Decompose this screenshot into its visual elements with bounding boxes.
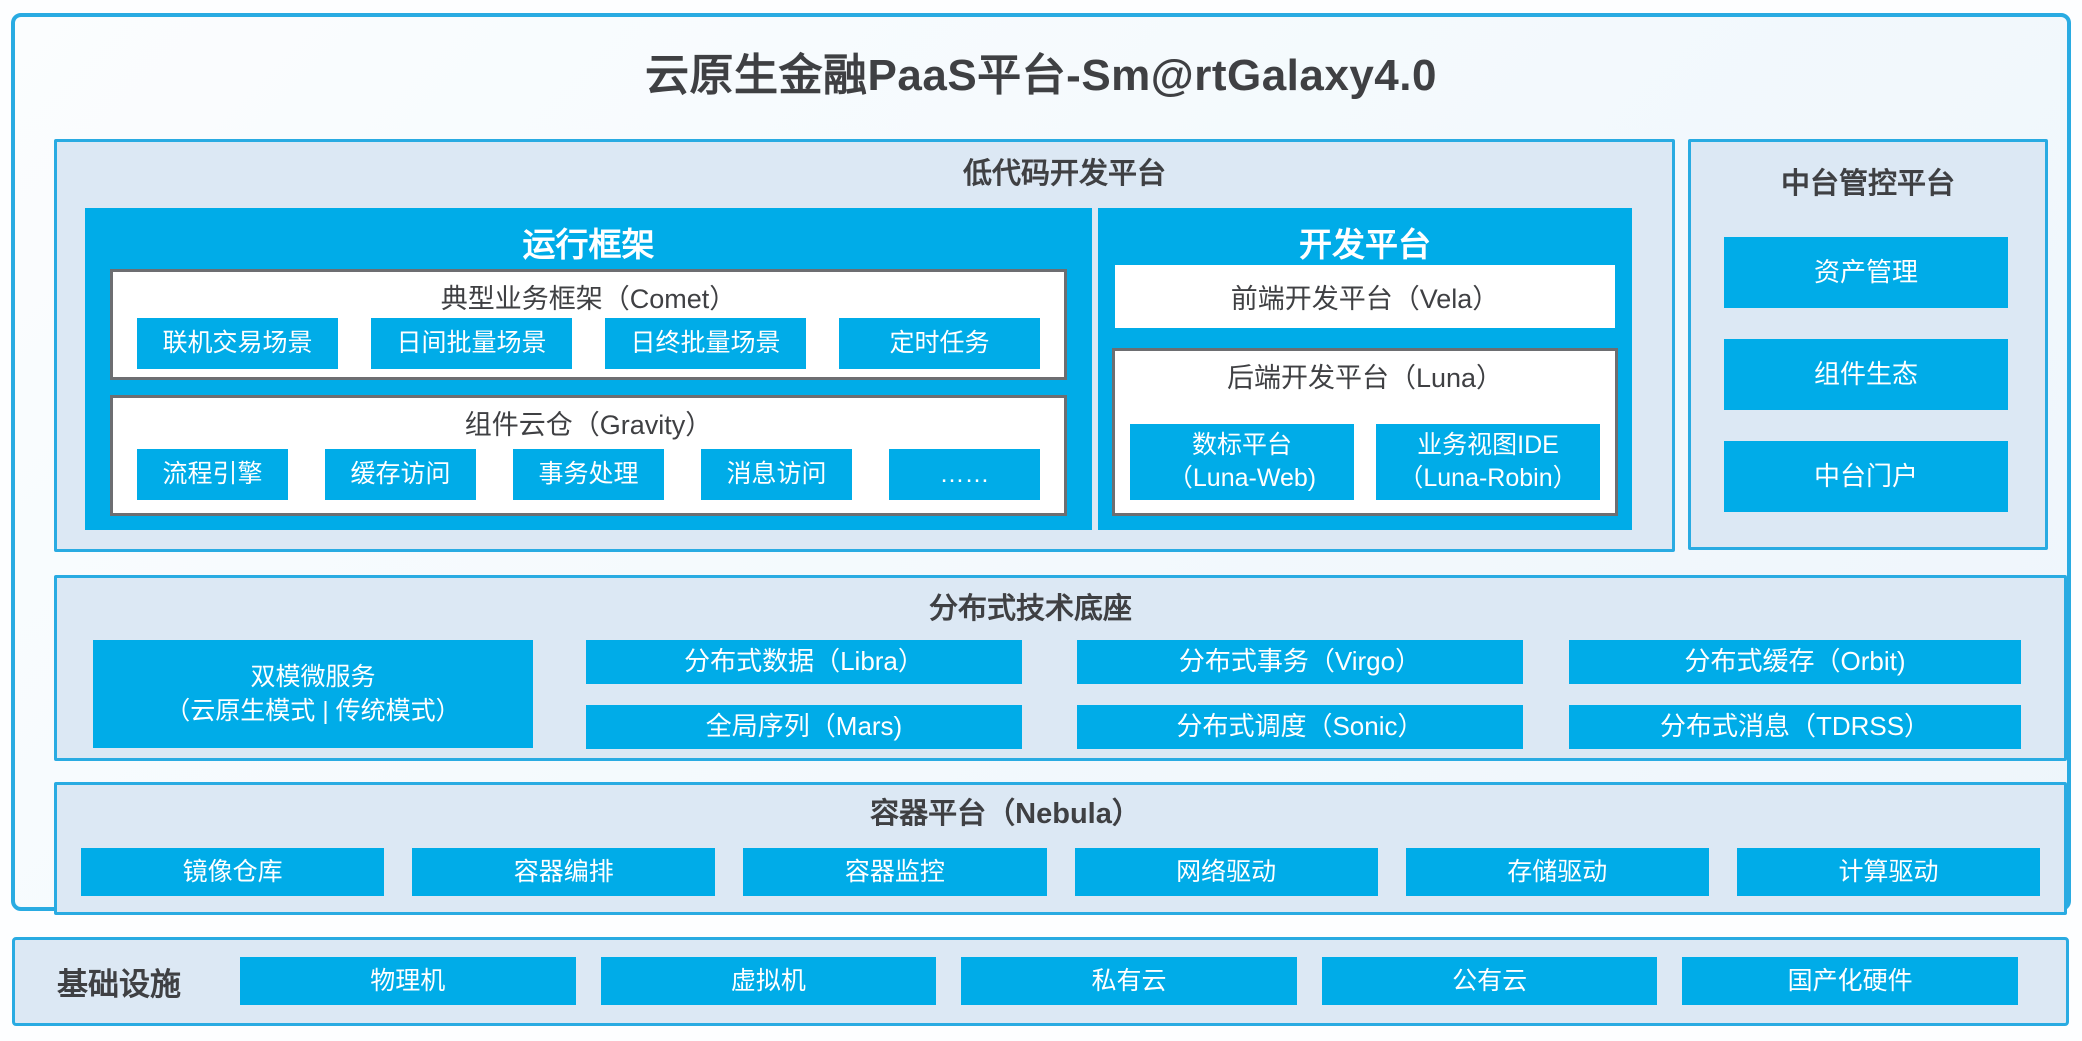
infrastructure-chip: 公有云 [1321,957,1658,1005]
dual-mode-line2: （云原生模式 | 传统模式） [165,697,461,725]
distributed-chip: 分布式事务（Virgo） [1077,640,1523,684]
outer-frame: 云原生金融PaaS平台-Sm@rtGalaxy4.0 低代码开发平台 运行框架 … [11,13,2071,915]
comet-chip-row: 联机交易场景 日间批量场景 日终批量场景 定时任务 [137,318,1040,369]
dev-platform-box: 开发平台 前端开发平台（Vela） 后端开发平台（Luna） 数标平台 （Lun… [1098,208,1632,530]
comet-chip: 定时任务 [839,318,1040,369]
gravity-chip: …… [889,449,1040,500]
comet-chip: 日终批量场景 [605,318,806,369]
infrastructure-panel: 基础设施 物理机 虚拟机 私有云 公有云 国产化硬件 [12,937,2069,1026]
luna-robin-line1: 业务视图IDE [1417,431,1559,459]
container-chip: 存储驱动 [1405,848,1709,896]
distributed-base-title: 分布式技术底座 [928,593,1132,625]
gravity-box: 组件云仓（Gravity） 流程引擎 缓存访问 事务处理 消息访问 …… [110,395,1067,516]
page-title: 云原生金融PaaS平台-Sm@rtGalaxy4.0 [645,51,1437,100]
infrastructure-chip: 私有云 [961,957,1297,1005]
gravity-chip-row: 流程引擎 缓存访问 事务处理 消息访问 …… [137,449,1040,500]
container-chip: 网络驱动 [1074,848,1378,896]
distributed-chip: 分布式调度（Sonic） [1077,705,1523,749]
container-chip: 容器编排 [412,848,716,896]
mid-platform-chip: 组件生态 [1724,339,2008,410]
mid-platform-panel: 中台管控平台 资产管理 组件生态 中台门户 [1688,139,2048,550]
infrastructure-chip: 虚拟机 [600,957,937,1005]
infrastructure-chip: 物理机 [240,957,576,1005]
distributed-chip: 全局序列（Mars) [586,705,1022,749]
infrastructure-title: 基础设施 [57,967,181,1002]
mid-platform-chip: 中台门户 [1724,441,2008,512]
luna-web-line2: （Luna-Web) [1167,464,1317,492]
comet-chip: 联机交易场景 [137,318,338,369]
mid-platform-chip: 资产管理 [1724,237,2008,308]
dev-platform-title: 开发平台 [1299,226,1431,263]
container-platform-title: 容器平台（Nebula） [870,798,1141,830]
container-platform-panel: 容器平台（Nebula） 镜像仓库 容器编排 容器监控 网络驱动 存储驱动 计算… [54,782,2067,915]
luna-box: 后端开发平台（Luna） 数标平台 （Luna-Web) 业务视图IDE （Lu… [1112,348,1618,516]
gravity-title: 组件云仓（Gravity） [464,410,713,440]
lowcode-panel-title: 低代码开发平台 [962,158,1166,190]
luna-web-line1: 数标平台 [1191,431,1292,459]
luna-robin-chip: 业务视图IDE （Luna-Robin） [1376,424,1600,500]
distributed-chip: 分布式消息（TDRSS） [1569,705,2021,749]
container-chip: 容器监控 [743,848,1047,896]
mid-platform-title: 中台管控平台 [1780,168,1955,200]
distributed-base-panel: 分布式技术底座 双模微服务 （云原生模式 | 传统模式） 分布式数据（Libra… [54,575,2067,761]
infrastructure-chip-row: 物理机 虚拟机 私有云 公有云 国产化硬件 [240,957,2018,1005]
lowcode-panel: 低代码开发平台 运行框架 典型业务框架（Comet） 联机交易场景 日间批量场景… [54,139,1675,552]
gravity-chip: 缓存访问 [325,449,476,500]
luna-chip-row: 数标平台 （Luna-Web) 业务视图IDE （Luna-Robin） [1130,424,1600,500]
dual-mode-line1: 双模微服务 [250,663,376,691]
luna-robin-line2: （Luna-Robin） [1398,464,1578,492]
container-chip: 镜像仓库 [81,848,385,896]
distributed-chip: 分布式缓存（Orbit) [1569,640,2021,684]
vela-box: 前端开发平台（Vela） [1115,265,1615,328]
infrastructure-chip: 国产化硬件 [1682,957,2018,1005]
distributed-chip: 分布式数据（Libra） [586,640,1022,684]
gravity-chip: 流程引擎 [137,449,288,500]
luna-title: 后端开发平台（Luna） [1226,363,1504,393]
container-chip-row: 镜像仓库 容器编排 容器监控 网络驱动 存储驱动 计算驱动 [81,848,2041,896]
runtime-framework-box: 运行框架 典型业务框架（Comet） 联机交易场景 日间批量场景 日终批量场景 … [85,208,1092,530]
container-chip: 计算驱动 [1736,848,2041,896]
runtime-framework-title: 运行框架 [522,226,655,263]
dual-mode-microservice-chip: 双模微服务 （云原生模式 | 传统模式） [93,640,533,748]
gravity-chip: 事务处理 [513,449,664,500]
comet-title: 典型业务框架（Comet） [440,284,737,314]
comet-chip: 日间批量场景 [371,318,572,369]
comet-box: 典型业务框架（Comet） 联机交易场景 日间批量场景 日终批量场景 定时任务 [110,269,1067,380]
luna-web-chip: 数标平台 （Luna-Web) [1130,424,1354,500]
gravity-chip: 消息访问 [701,449,852,500]
